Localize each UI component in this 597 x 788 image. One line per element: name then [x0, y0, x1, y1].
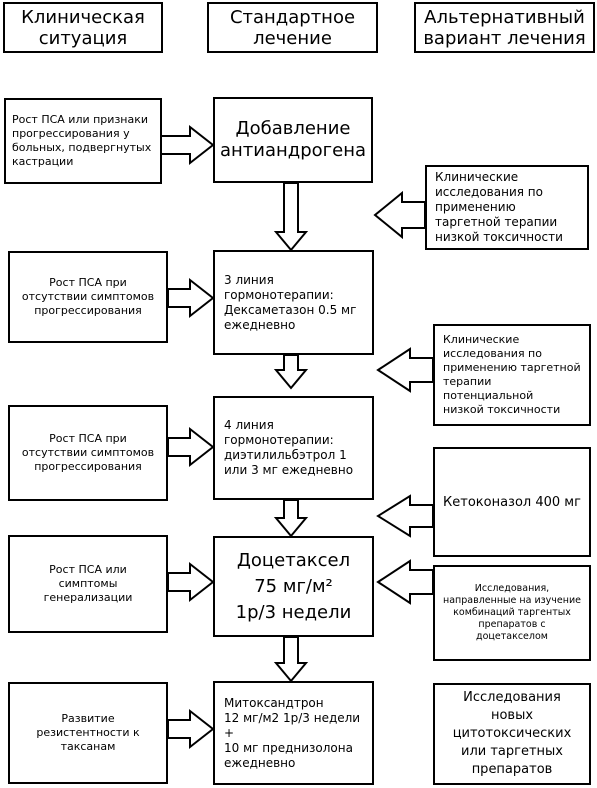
arrow-situation-row4 [167, 561, 215, 603]
alternative-text-4: Исследования, направленные на изучение к… [443, 583, 581, 642]
standard-text-2: 3 линия гормонотерапии: Дексаметазон 0.5… [224, 272, 357, 332]
standard-text-5: Митоксандтрон 12 мг/м2 1р/3 недели + 10 … [224, 695, 361, 770]
standard-text-3: 4 линия гормонотерапии: диэтилильбэтрол … [224, 418, 354, 477]
situation-box-3: Рост ПСА при отсутствии симптомов прогре… [8, 405, 168, 501]
standard-text-4: Доцетаксел 75 мг/м² 1р/3 недели [235, 549, 352, 623]
header-clinical-situation: Клиническая ситуация [3, 2, 163, 53]
alternative-text-2: Клинические исследования по применению т… [443, 333, 581, 416]
alternative-text-1: Клинические исследования по применению т… [435, 170, 563, 244]
arrow-situation-row5 [167, 708, 215, 750]
situation-text-4: Рост ПСА или симптомы генерализации [43, 563, 133, 604]
situation-box-2: Рост ПСА при отсутствии симптомов прогре… [8, 251, 168, 343]
situation-box-4: Рост ПСА или симптомы генерализации [8, 535, 168, 633]
standard-box-2: 3 линия гормонотерапии: Дексаметазон 0.5… [213, 250, 374, 355]
situation-text-5: Развитие резистентности к таксанам [36, 712, 140, 753]
arrow-situation-row2 [167, 277, 215, 319]
arrow-down-3 [273, 499, 309, 538]
header-clinical-label: Клиническая ситуация [21, 6, 145, 49]
situation-box-5: Развитие резистентности к таксанам [8, 682, 168, 784]
situation-text-3: Рост ПСА при отсутствии симптомов прогре… [21, 432, 155, 473]
alternative-box-3: Кетоконазол 400 мг [433, 447, 591, 557]
alternative-box-2: Клинические исследования по применению т… [433, 324, 591, 426]
alternative-box-4: Исследования, направленные на изучение к… [433, 565, 591, 661]
standard-box-4: Доцетаксел 75 мг/м² 1р/3 недели [213, 536, 374, 637]
arrow-down-1 [273, 182, 309, 252]
situation-box-1: Рост ПСА или признаки прогрессирования у… [4, 98, 162, 184]
header-alternative-treatment: Альтернативный вариант лечения [414, 2, 595, 53]
alternative-text-5: Исследования новых цитотоксических или т… [452, 690, 572, 777]
header-standard-label: Стандартное лечение [229, 6, 356, 49]
arrow-alternative-row3 [376, 494, 434, 538]
standard-box-3: 4 линия гормонотерапии: диэтилильбэтрол … [213, 396, 374, 500]
arrow-down-4 [273, 636, 309, 683]
alternative-text-3: Кетоконазол 400 мг [443, 494, 581, 510]
header-standard-treatment: Стандартное лечение [207, 2, 378, 53]
arrow-alternative-row4 [376, 559, 434, 605]
standard-box-5: Митоксандтрон 12 мг/м2 1р/3 недели + 10 … [213, 681, 374, 785]
arrow-situation-row3 [167, 426, 215, 468]
header-alternative-label: Альтернативный вариант лечения [423, 6, 586, 49]
arrow-situation-row1 [159, 124, 215, 166]
situation-text-2: Рост ПСА при отсутствии симптомов прогре… [21, 276, 155, 317]
standard-text-1: Добавление антиандрогена [220, 118, 366, 161]
alternative-box-1: Клинические исследования по применению т… [425, 165, 589, 250]
standard-box-1: Добавление антиандрогена [213, 97, 373, 183]
alternative-box-5: Исследования новых цитотоксических или т… [433, 683, 591, 785]
situation-text-1: Рост ПСА или признаки прогрессирования у… [12, 113, 152, 168]
arrow-alternative-row1 [373, 190, 426, 240]
arrow-down-2 [273, 354, 309, 390]
arrow-alternative-row2 [376, 347, 434, 393]
